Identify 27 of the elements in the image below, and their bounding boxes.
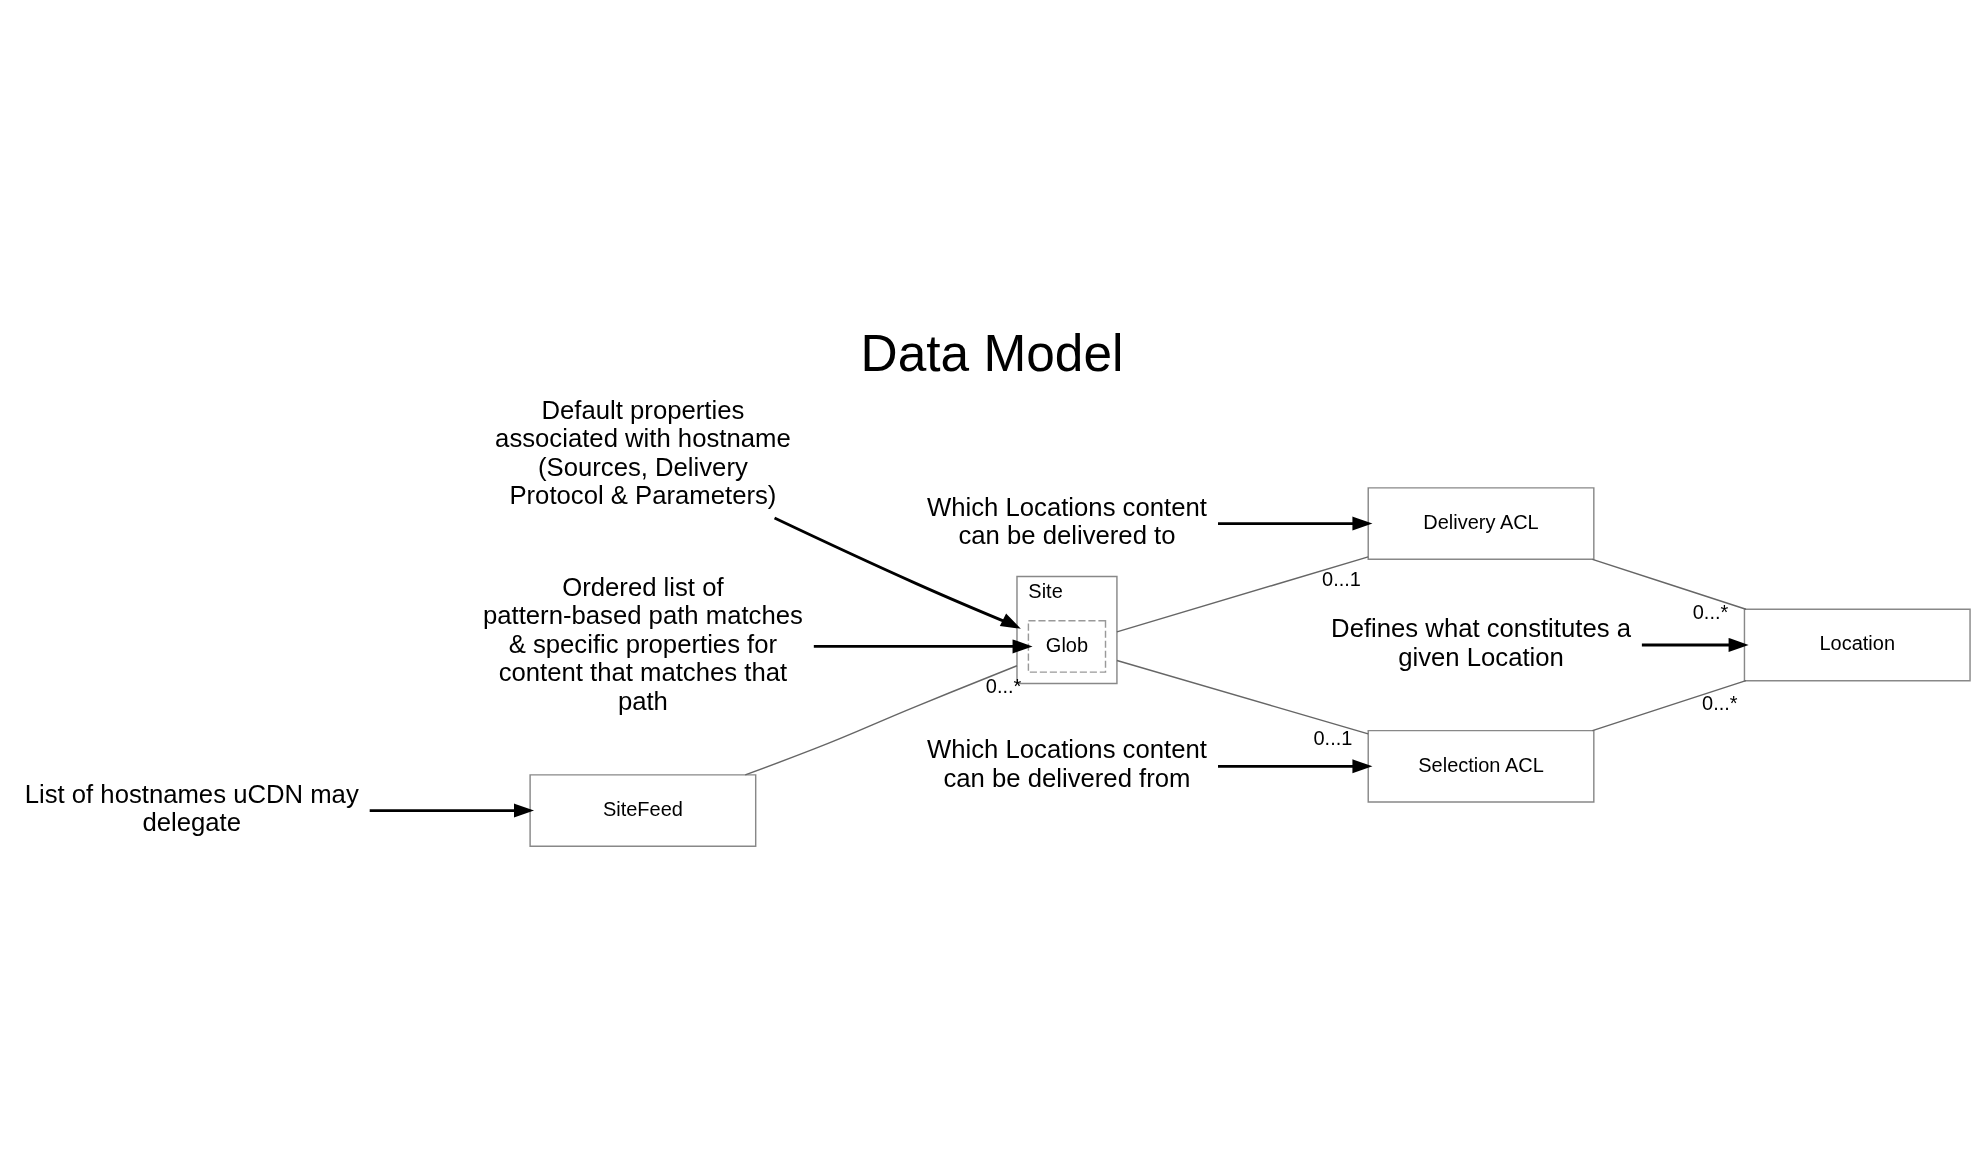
edge-label: 0...1 [1322,567,1361,590]
connector [1591,558,1747,610]
connector [1591,679,1747,732]
node-box: Delivery ACL [1367,487,1595,560]
arrow [773,516,1021,629]
node-text: Default properties associated with hostname (Sources, Delivery Protocol & Parameters) [495,395,791,510]
connector [1116,556,1369,633]
arrow [1641,637,1749,652]
arrow [1218,516,1373,531]
arrow [369,803,535,818]
edge-label: 0...* [1702,692,1738,715]
edge-label: 0...* [1692,600,1729,623]
connector [744,665,1018,776]
edge-label: 0...1 [1313,726,1353,749]
node-box: Location [1743,608,1971,682]
arrow [813,639,1033,654]
diagram-title: Data Model [860,323,1124,382]
node-box: Selection ACL [1367,729,1595,803]
arrow [1218,759,1373,774]
node-text: Which Locations content can be delivered from [927,735,1207,792]
node-text: Defines what constitutes a given Location [1331,613,1631,671]
node-text: Ordered list of pattern-based path matches & specific properties for content that matches that path [482,572,803,715]
node-text: List of hostnames uCDN may delegate [24,779,359,837]
connector [1116,659,1369,735]
node-text: Which Locations content can be delivered to [927,492,1207,550]
node-box: SiteFeed [529,774,757,847]
node-box: Glob [1027,620,1107,673]
